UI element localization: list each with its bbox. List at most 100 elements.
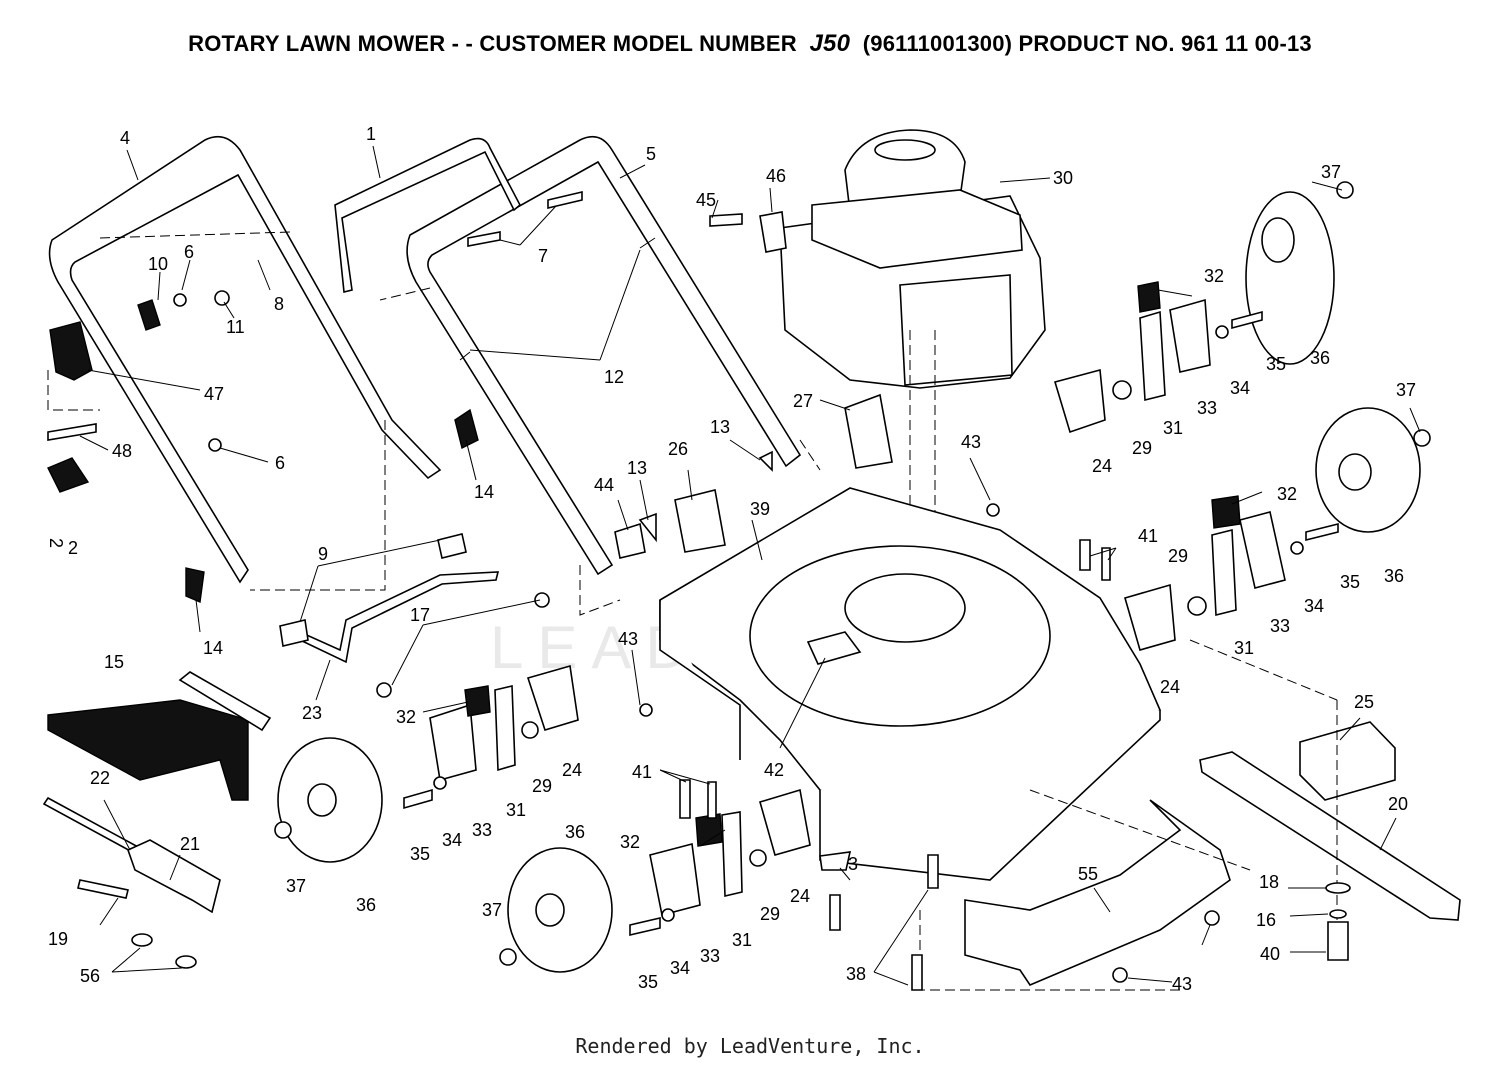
- deck-bolt-41c: [1079, 539, 1091, 571]
- handle-bolt-head: [214, 290, 230, 306]
- callout-31-left-rear: 31: [732, 930, 752, 950]
- callout-27: 27: [793, 391, 813, 411]
- callout-13-upper: 13: [710, 417, 730, 437]
- callout-37-left-front: 37: [286, 876, 306, 896]
- callout-33-right: 33: [1270, 616, 1290, 636]
- lower-handle-left: [48, 135, 442, 584]
- callout-45: 45: [696, 190, 716, 210]
- handle-nut-upper: [173, 293, 187, 307]
- callout-35-left: 35: [410, 844, 430, 864]
- callout-4: 4: [120, 128, 130, 148]
- discharge-deflector: [47, 671, 272, 801]
- callout-14-upper: 14: [474, 482, 494, 502]
- callout-20: 20: [1388, 794, 1408, 814]
- callout-12: 12: [604, 367, 624, 387]
- callout-6-lower: 6: [275, 453, 285, 473]
- deck-bolt-41a: [679, 779, 691, 819]
- handle-nut-lower: [208, 438, 222, 452]
- callout-24-top: 24: [1092, 456, 1112, 476]
- handle-mount-dashline-a: [47, 231, 386, 591]
- deck-nut-43b: [639, 703, 653, 717]
- callout-19: 19: [48, 929, 68, 949]
- callout-29-top: 29: [1132, 438, 1152, 458]
- deck-label-plate: [806, 631, 862, 665]
- callout-43-left: 43: [618, 629, 638, 649]
- callout-35-left-rear: 35: [638, 972, 658, 992]
- callout-16: 16: [1256, 910, 1276, 930]
- callout-8: 8: [274, 294, 284, 314]
- hairpin-13-upper: [758, 450, 773, 472]
- callout-39: 39: [750, 499, 770, 519]
- leader-lines: [79, 145, 1421, 986]
- wheel-left-front: [277, 737, 383, 863]
- axle-spacer-right: [534, 592, 550, 608]
- callout-24-right: 24: [1160, 677, 1180, 697]
- callout-7: 7: [538, 246, 548, 266]
- callout-37-right: 37: [1396, 380, 1416, 400]
- callout-17: 17: [410, 605, 430, 625]
- callout-15: 15: [104, 652, 124, 672]
- rear-bracket-26: [674, 489, 726, 553]
- callout-2-rotated: 2: [46, 538, 66, 548]
- axle-spacer-left: [376, 682, 392, 698]
- callout-37-top: 37: [1321, 162, 1341, 182]
- wheel-nut-top-right: [1336, 181, 1354, 199]
- callout-labels: 4 1 5 30 37 46 45 7 6 10 8 11 32 36 35 3…: [46, 124, 1416, 994]
- callout-40: 40: [1260, 944, 1280, 964]
- callout-43-upper: 43: [961, 432, 981, 452]
- throttle-bolt: [47, 423, 97, 441]
- wing-knob-lower: [185, 567, 205, 604]
- callout-35-top: 35: [1266, 354, 1286, 374]
- callout-22: 22: [90, 768, 110, 788]
- callout-10: 10: [148, 254, 168, 274]
- callout-41-right: 41: [1138, 526, 1158, 546]
- mower-deck: [659, 487, 1161, 881]
- blade-washer-inner: [1329, 909, 1347, 919]
- handle-bolt-b: [547, 190, 583, 210]
- blade-adapter: [1299, 721, 1396, 801]
- handle-bolt-a: [467, 231, 501, 247]
- wheel-rear-right: [1315, 407, 1421, 533]
- footer-credit: Rendered by LeadVenture, Inc.: [575, 1034, 925, 1058]
- hinge-nut-a: [131, 933, 153, 947]
- hairpin-13-lower: [638, 512, 657, 543]
- callout-35-right: 35: [1340, 572, 1360, 592]
- callout-21: 21: [180, 834, 200, 854]
- baffle-nut-left: [1112, 967, 1128, 983]
- callout-33-left: 33: [472, 820, 492, 840]
- callout-37-left-rear: 37: [482, 900, 502, 920]
- callout-47: 47: [204, 384, 224, 404]
- blade-bolt: [1327, 921, 1349, 961]
- callout-34-left: 34: [442, 830, 462, 850]
- starter-knob: [47, 457, 90, 493]
- callout-11: 11: [226, 317, 245, 337]
- control-bail: [334, 137, 522, 293]
- title-model-number: J50: [809, 30, 851, 57]
- wheel-left-rear: [507, 847, 613, 973]
- callout-31-left: 31: [506, 800, 526, 820]
- callout-56: 56: [80, 966, 100, 986]
- callout-42: 42: [764, 760, 784, 780]
- wheel-nut-left-rear: [499, 948, 517, 966]
- callout-26: 26: [668, 439, 688, 459]
- rear-axle-link: [279, 533, 500, 664]
- deck-bracket-27: [844, 393, 893, 469]
- callout-38: 38: [846, 964, 866, 984]
- callout-24-left-rear: 24: [790, 886, 810, 906]
- callout-33-top: 33: [1197, 398, 1217, 418]
- callout-6-top: 6: [184, 242, 194, 262]
- hinge-nut-b: [175, 955, 197, 969]
- callout-25: 25: [1354, 692, 1374, 712]
- engine: [779, 129, 1046, 389]
- wheel-nut-right: [1413, 429, 1431, 447]
- title-suffix: (96111001300) PRODUCT NO. 961 11 00-13: [862, 31, 1312, 56]
- callout-43-lower: 43: [1172, 974, 1192, 994]
- deflector-hinge-bracket: [127, 839, 221, 914]
- deck-bolt-41d: [1101, 547, 1111, 581]
- cable-clip: [137, 299, 161, 331]
- deck-bolt-38a: [927, 854, 939, 889]
- callout-18: 18: [1259, 872, 1279, 892]
- callout-55: 55: [1078, 864, 1098, 884]
- callout-32-right: 32: [1277, 484, 1297, 504]
